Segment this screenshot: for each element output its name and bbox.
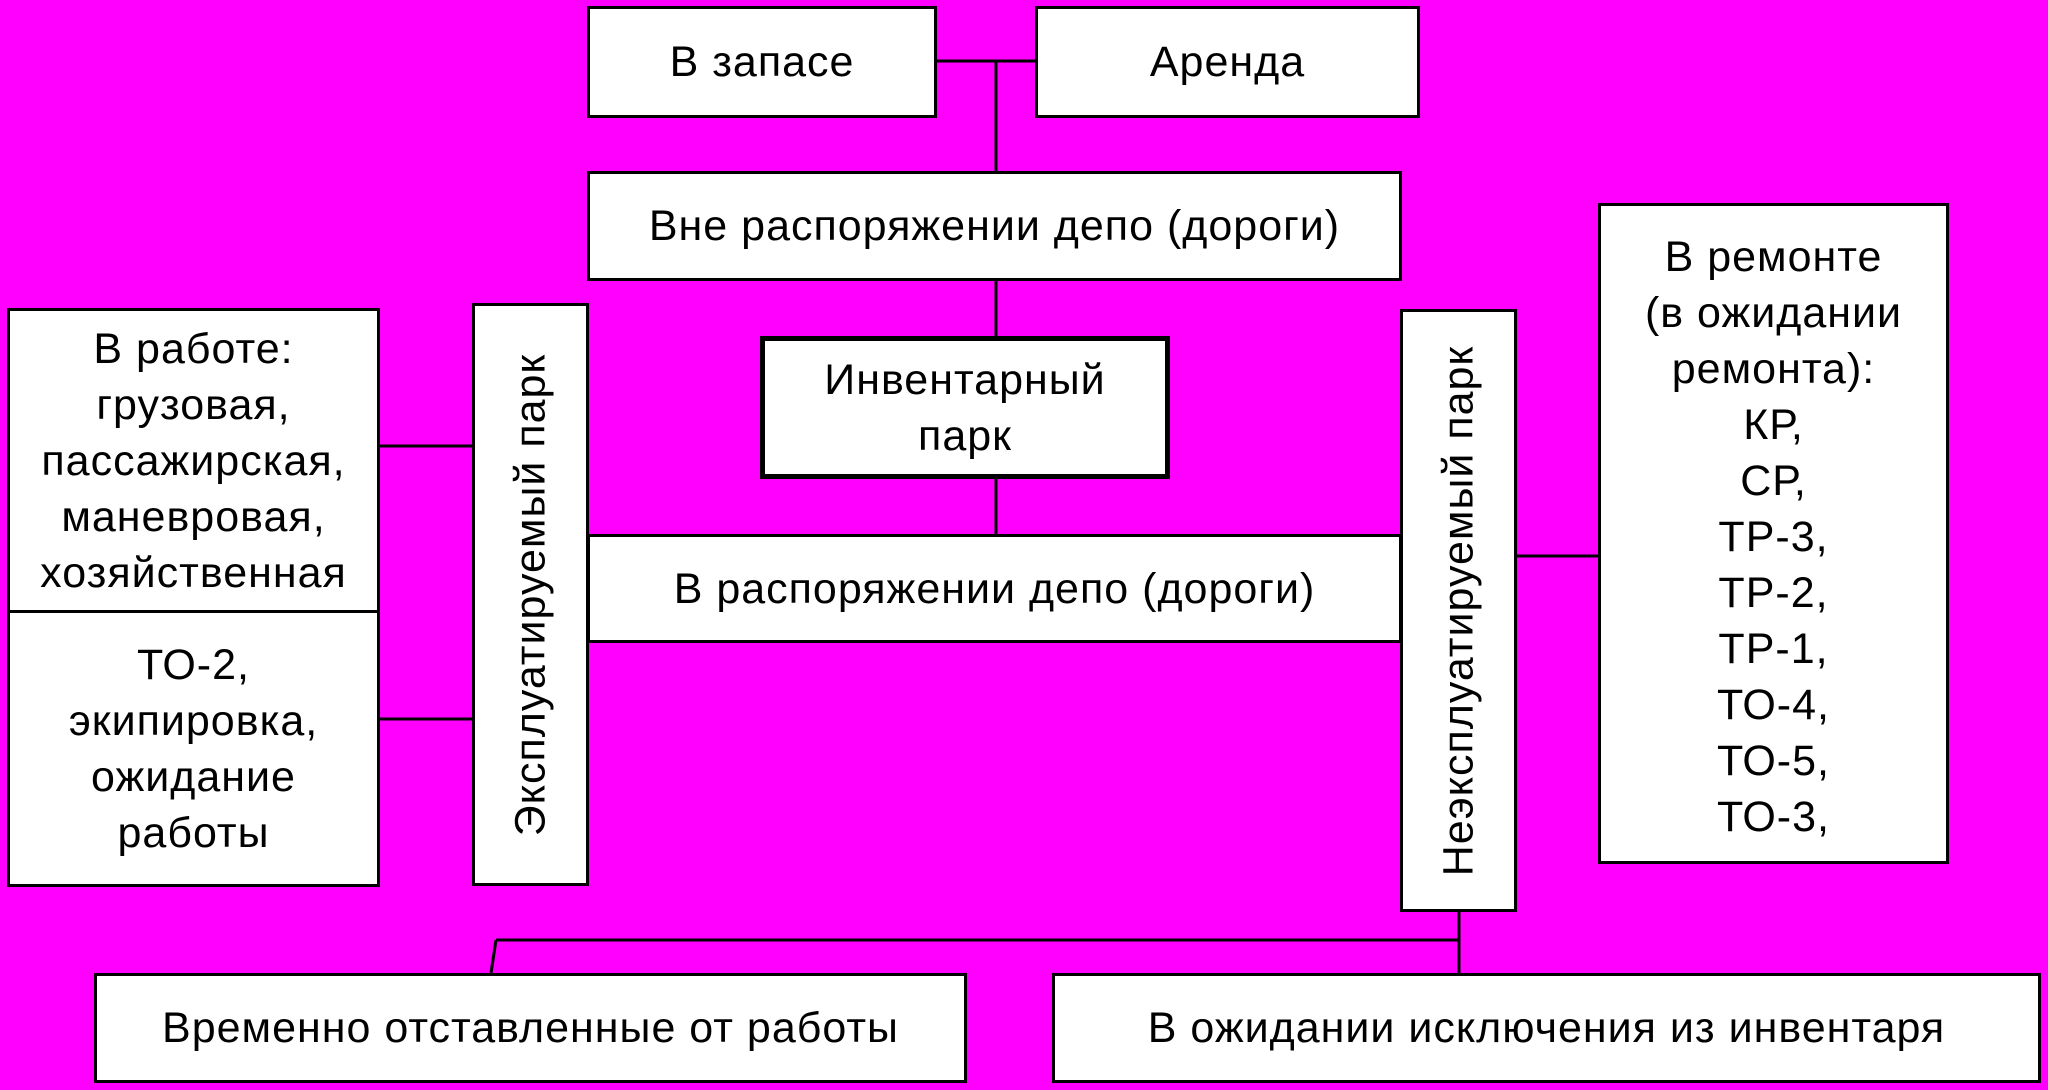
in-repair-line-5: СР, xyxy=(1740,457,1807,505)
maintenance-line-2: экипировка, xyxy=(68,696,319,745)
maintenance-line-1: ТО-2, xyxy=(137,640,250,689)
rent-label: Аренда xyxy=(1149,38,1306,86)
in-repair-line-11: ТО-3, xyxy=(1717,793,1830,841)
in-repair-box: В ремонте (в ожидании ремонта): КР, СР, … xyxy=(1598,203,1949,864)
rent-box: Аренда xyxy=(1035,6,1420,118)
non-operated-park-label: Неэксплуатируемый парк xyxy=(1434,345,1482,876)
in-repair-line-3: ремонта): xyxy=(1671,345,1876,393)
reserve-label: В запасе xyxy=(669,38,855,86)
reserve-box: В запасе xyxy=(587,6,937,118)
maintenance-box: ТО-2, экипировка, ожидание работы xyxy=(7,610,380,887)
in-work-line-4: маневровая, xyxy=(61,492,326,541)
in-work-line-2: грузовая, xyxy=(96,380,291,429)
awaiting-exclusion-label: В ожидании исключения из инвентаря xyxy=(1147,1004,1946,1052)
in-repair-line-6: ТР-3, xyxy=(1718,513,1829,561)
outside-depot-box: Вне распоряжении депо (дороги) xyxy=(587,171,1402,281)
operated-park-label: Эксплуатируемый парк xyxy=(506,353,554,836)
operated-park-box: Эксплуатируемый парк xyxy=(472,303,589,886)
in-repair-line-2: (в ожидании xyxy=(1644,289,1903,337)
non-operated-park-box: Неэксплуатируемый парк xyxy=(1400,309,1517,912)
awaiting-exclusion-box: В ожидании исключения из инвентаря xyxy=(1052,973,2041,1083)
in-depot-label: В распоряжении депо (дороги) xyxy=(673,564,1316,613)
inventory-park-box: Инвентарный парк xyxy=(760,336,1170,479)
in-repair-line-10: ТО-5, xyxy=(1717,737,1830,785)
maintenance-line-4: работы xyxy=(117,808,270,857)
temporarily-removed-label: Временно отставленные от работы xyxy=(162,1004,899,1052)
in-repair-line-4: КР, xyxy=(1743,401,1804,449)
in-work-box: В работе: грузовая, пассажирская, маневр… xyxy=(7,308,380,613)
in-depot-box: В распоряжении депо (дороги) xyxy=(587,534,1402,643)
maintenance-line-3: ожидание xyxy=(91,752,296,801)
in-work-line-3: пассажирская, xyxy=(41,436,346,485)
in-work-line-1: В работе: xyxy=(93,324,294,373)
inventory-park-line-1: Инвентарный xyxy=(824,355,1106,404)
in-repair-line-1: В ремонте xyxy=(1664,233,1883,281)
in-repair-line-7: ТР-2, xyxy=(1718,569,1829,617)
temporarily-removed-box: Временно отставленные от работы xyxy=(94,973,967,1083)
outside-depot-label: Вне распоряжении депо (дороги) xyxy=(648,202,1341,250)
in-repair-line-8: ТР-1, xyxy=(1718,625,1829,673)
inventory-park-line-2: парк xyxy=(918,411,1012,460)
in-work-line-5: хозяйственная xyxy=(40,548,347,597)
in-repair-line-9: ТО-4, xyxy=(1717,681,1830,729)
